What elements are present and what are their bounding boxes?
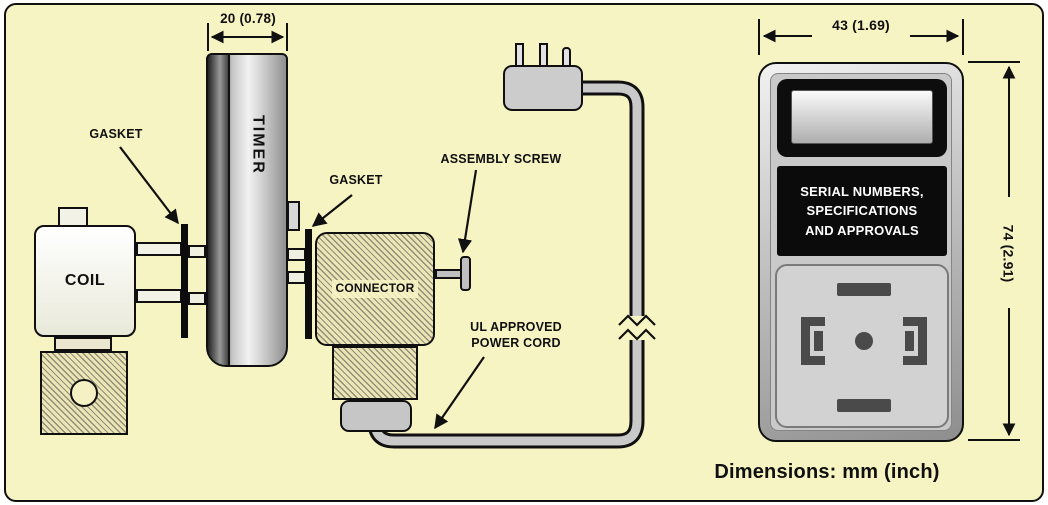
connector-mid-block [332,346,418,400]
cord-break-symbol [618,314,656,341]
timer-side-panel [208,55,230,365]
timer-label: TIMER [249,115,267,175]
timer-body: TIMER [206,53,288,367]
nameplate: SERIAL NUMBERS, SPECIFICATIONS AND APPRO… [777,166,947,256]
display-window [791,90,933,144]
connector-label: CONNECTOR [331,280,419,298]
gasket-right-arrow [311,194,353,227]
socket-slot-top [837,283,891,296]
timer-stub-upper [287,248,306,261]
front-height-dimension-label: 74 (2.91) [1000,224,1017,283]
socket-contact-right [905,331,914,351]
socket-contact-left [814,331,823,351]
coil-neck [54,337,112,351]
dimensions-note: Dimensions: mm (inch) [714,461,940,483]
assembly-screw-arrow [457,169,478,254]
timer-tab-right [287,201,300,231]
coil-label: COIL [64,271,106,289]
socket-bracket-left [801,317,825,365]
nameplate-text: SERIAL NUMBERS, SPECIFICATIONS AND APPRO… [800,183,924,238]
coil-body: COIL [34,225,136,337]
gasket-left-arrow [119,146,179,225]
gasket-left-label: GASKET [89,127,143,141]
socket-bracket-right [903,317,927,365]
timer-front-view: SERIAL NUMBERS, SPECIFICATIONS AND APPRO… [758,62,964,442]
diagram-canvas: COIL TIMER CONNECTOR [4,3,1044,502]
plug-body [503,65,583,111]
front-width-dimension-label: 43 (1.69) [832,17,890,33]
timer-tab-left-upper [188,245,206,258]
power-cord-arrow [434,356,485,430]
socket-slot-bottom [837,399,891,412]
assembly-screw-head [460,256,471,291]
coil-terminal-upper [136,242,182,256]
assembly-screw-label: ASSEMBLY SCREW [440,152,562,166]
socket-panel [775,264,949,428]
coil-top-terminal [58,207,88,227]
coil-terminal-lower [136,289,182,303]
timer-width-dimension-label: 20 (0.78) [220,11,276,26]
display-bezel [777,79,947,157]
connector-cord-boot [340,400,412,432]
coil-mounting-base [40,351,128,435]
gasket-left-bar [181,224,188,338]
power-cord-label: UL APPROVED POWER CORD [470,320,562,351]
mounting-hole [70,379,98,407]
gasket-right-label: GASKET [329,173,383,187]
connector-body: CONNECTOR [315,232,435,346]
timer-tab-left-lower [188,292,206,305]
timer-stub-lower [287,271,306,284]
socket-center-hole [855,332,873,350]
assembly-screw-shaft [435,269,462,279]
gasket-right-bar [305,229,312,339]
